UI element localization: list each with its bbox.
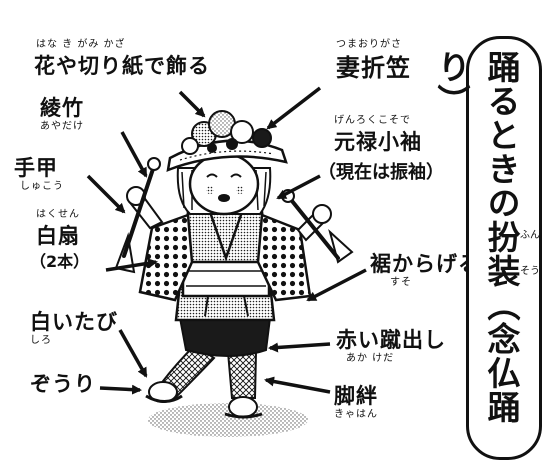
ground-shadow	[148, 403, 308, 437]
arrow-ayatake	[120, 131, 148, 178]
kyahan-ruby: きゃはん	[334, 409, 378, 420]
arms	[114, 157, 354, 274]
zouri-left	[145, 394, 183, 403]
title-frame	[466, 36, 542, 460]
fan-right	[328, 228, 354, 264]
arrow-zouri	[99, 384, 142, 395]
sleeve-left	[138, 213, 194, 302]
pointer-arrows	[86, 86, 367, 395]
hana-ruby: はな き がみ かざ	[36, 39, 126, 50]
legs	[145, 343, 263, 419]
title-ruby-sou: そう	[520, 266, 540, 277]
arrow-genroku	[276, 174, 321, 200]
arrow-shiroitabi	[118, 329, 148, 378]
arrow-akaikedashi	[268, 342, 331, 353]
face	[188, 152, 260, 216]
arrow-hana	[178, 90, 206, 118]
susokarage-label: 裾からげる	[370, 252, 480, 276]
akaikedashi-ruby: あか けだ	[346, 353, 395, 364]
title-vertical: 踊るときの扮装（念仏踊り）	[432, 50, 521, 424]
zouri-label: ぞうり	[30, 372, 96, 396]
tekou-label: 手甲	[14, 156, 58, 180]
akaikedashi-label: 赤い蹴出し	[336, 328, 446, 352]
kimono	[174, 210, 276, 322]
arrow-susokarage	[306, 268, 367, 302]
arrow-kyahan	[264, 376, 331, 394]
hakusen-label: 白扇	[36, 224, 80, 248]
obi-sash	[181, 260, 271, 298]
tsumaori-gasa-hat	[166, 110, 288, 172]
susokarage-ruby: すそ	[390, 277, 412, 288]
nihon-label: （2本）	[30, 252, 90, 271]
ayatake-label: 綾竹	[40, 96, 84, 120]
genzai-label: （現在は振袖）	[318, 162, 444, 183]
tekou-ruby: しゅこう	[20, 181, 64, 192]
shiroitabi-label: 白いたび	[30, 310, 118, 334]
hana-label: 花や切り紙で飾る	[34, 54, 210, 78]
ayatake-stick-right	[286, 194, 340, 260]
ayatake-stick-left	[122, 164, 156, 258]
arrow-hakusen	[105, 258, 158, 272]
sleeve-right	[256, 213, 312, 302]
hand-right	[312, 204, 332, 224]
kedashi-underskirt	[178, 317, 272, 357]
ayatake-ruby: あやだけ	[40, 121, 84, 132]
tsumaori-label: 妻折笠	[336, 54, 411, 82]
mouth	[218, 194, 230, 202]
genroku-ruby: げんろくこそで	[334, 115, 411, 126]
zouri-right	[224, 412, 263, 419]
arrow-tsumaori	[266, 86, 322, 130]
hakusen-ruby: はくせん	[36, 209, 80, 220]
kyahan-label: 脚絆	[334, 384, 378, 408]
title-ruby-fun: ふん	[520, 230, 540, 241]
shiroitabi-ruby: しろ	[30, 335, 52, 346]
head	[176, 152, 272, 216]
arrow-tekou	[86, 174, 126, 214]
tabi-right	[228, 396, 258, 418]
tsumaori-ruby: つまおりがさ	[336, 39, 402, 50]
flower-decorations	[181, 110, 272, 155]
genroku-label: 元禄小袖	[334, 130, 422, 154]
